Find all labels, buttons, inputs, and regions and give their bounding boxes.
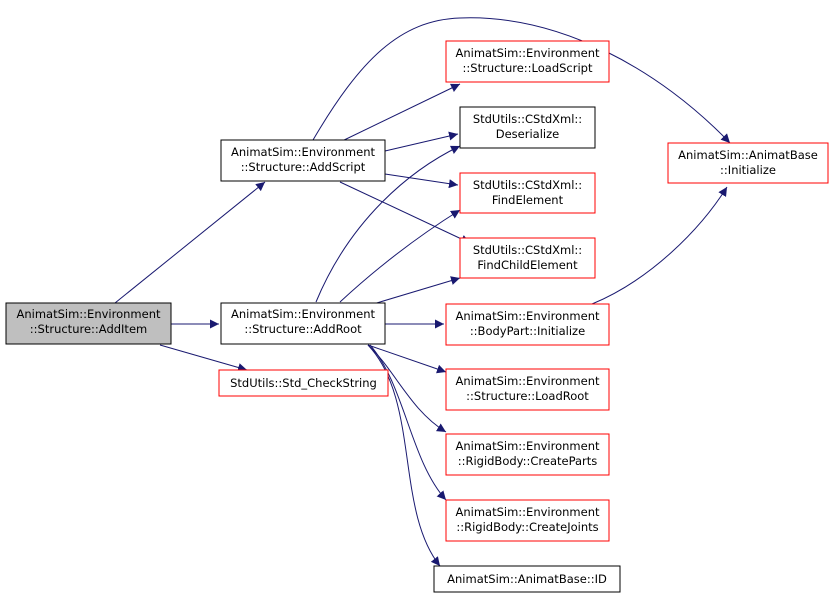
node-animatbase-initialize[interactable]: AnimatSim::AnimatBase ::Initialize	[667, 142, 829, 184]
node-bodypart-initialize-line-1: AnimatSim::Environment	[456, 309, 600, 323]
node-create-parts-line-1: AnimatSim::Environment	[456, 439, 600, 453]
node-find-child-element[interactable]: StdUtils::CStdXml:: FindChildElement	[459, 237, 596, 279]
node-deserialize-line-1: StdUtils::CStdXml::	[473, 112, 582, 126]
edge-bodypart-initialize-animatbase-initialize	[591, 186, 728, 305]
edge-addroot-loadroot	[367, 344, 447, 374]
node-find-element-line-1: StdUtils::CStdXml::	[473, 178, 582, 192]
node-create-joints[interactable]: AnimatSim::Environment ::RigidBody::Crea…	[445, 499, 610, 542]
edge-additem-checkstring	[159, 344, 248, 372]
node-add-item-line-1: AnimatSim::Environment	[17, 307, 161, 321]
node-animatbase-id-line-1: AnimatSim::AnimatBase::ID	[447, 572, 607, 586]
node-std-check-string-line-1: StdUtils::Std_CheckString	[230, 376, 377, 390]
node-add-root-line-1: AnimatSim::Environment	[231, 307, 375, 321]
node-load-root-line-2: ::Structure::LoadRoot	[466, 389, 589, 403]
node-load-root-line-1: AnimatSim::Environment	[456, 374, 600, 388]
edge-addscript-deserialize	[384, 131, 459, 152]
edge-additem-addscript	[114, 181, 266, 304]
node-std-check-string[interactable]: StdUtils::Std_CheckString	[218, 369, 389, 397]
node-find-element-line-2: FindElement	[492, 193, 564, 207]
node-add-script[interactable]: AnimatSim::Environment ::Structure::AddS…	[220, 139, 386, 182]
node-add-item[interactable]: AnimatSim::Environment ::Structure::AddI…	[5, 302, 172, 345]
node-find-element[interactable]: StdUtils::CStdXml:: FindElement	[459, 172, 596, 214]
node-add-root-line-2: ::Structure::AddRoot	[244, 322, 362, 336]
node-add-script-line-1: AnimatSim::Environment	[231, 145, 375, 159]
node-create-parts-line-2: ::RigidBody::CreateParts	[458, 454, 598, 468]
node-animatbase-id[interactable]: AnimatSim::AnimatBase::ID	[433, 565, 621, 593]
edge-addroot-animatbase-id	[367, 344, 441, 567]
edge-addscript-findchildelement	[339, 181, 471, 244]
node-create-joints-line-1: AnimatSim::Environment	[456, 505, 600, 519]
node-bodypart-initialize-line-2: ::BodyPart::Initialize	[470, 324, 585, 338]
node-load-script-line-1: AnimatSim::Environment	[456, 46, 600, 60]
node-load-script-line-2: ::Structure::LoadScript	[463, 61, 593, 75]
node-animatbase-initialize-line-1: AnimatSim::AnimatBase	[678, 148, 818, 162]
node-deserialize[interactable]: StdUtils::CStdXml:: Deserialize	[459, 106, 596, 149]
node-add-item-line-2: ::Structure::AddItem	[30, 322, 147, 336]
nodes: AnimatSim::Environment ::Structure::AddI…	[5, 40, 829, 593]
node-load-script[interactable]: AnimatSim::Environment ::Structure::Load…	[445, 40, 610, 83]
node-find-child-element-line-2: FindChildElement	[477, 258, 578, 272]
edge-addroot-deserialize	[315, 145, 461, 303]
edge-addroot-findelement	[339, 209, 461, 303]
edge-addscript-loadscript	[339, 83, 461, 143]
edge-addroot-findchildelement	[369, 276, 461, 306]
node-create-parts[interactable]: AnimatSim::Environment ::RigidBody::Crea…	[445, 433, 610, 476]
node-deserialize-line-2: Deserialize	[496, 127, 559, 141]
node-add-root[interactable]: AnimatSim::Environment ::Structure::AddR…	[220, 302, 386, 345]
node-load-root[interactable]: AnimatSim::Environment ::Structure::Load…	[445, 368, 610, 411]
node-add-script-line-2: ::Structure::AddScript	[241, 160, 366, 174]
edges	[114, 17, 731, 567]
node-bodypart-initialize[interactable]: AnimatSim::Environment ::BodyPart::Initi…	[445, 303, 610, 346]
edge-addroot-createjoints	[369, 344, 447, 501]
node-animatbase-initialize-line-2: ::Initialize	[720, 163, 776, 177]
node-find-child-element-line-1: StdUtils::CStdXml::	[473, 243, 582, 257]
edge-addscript-findelement	[384, 173, 459, 189]
edge-addscript-animatbase-initialize	[312, 17, 731, 144]
node-create-joints-line-2: ::RigidBody::CreateJoints	[456, 520, 598, 534]
